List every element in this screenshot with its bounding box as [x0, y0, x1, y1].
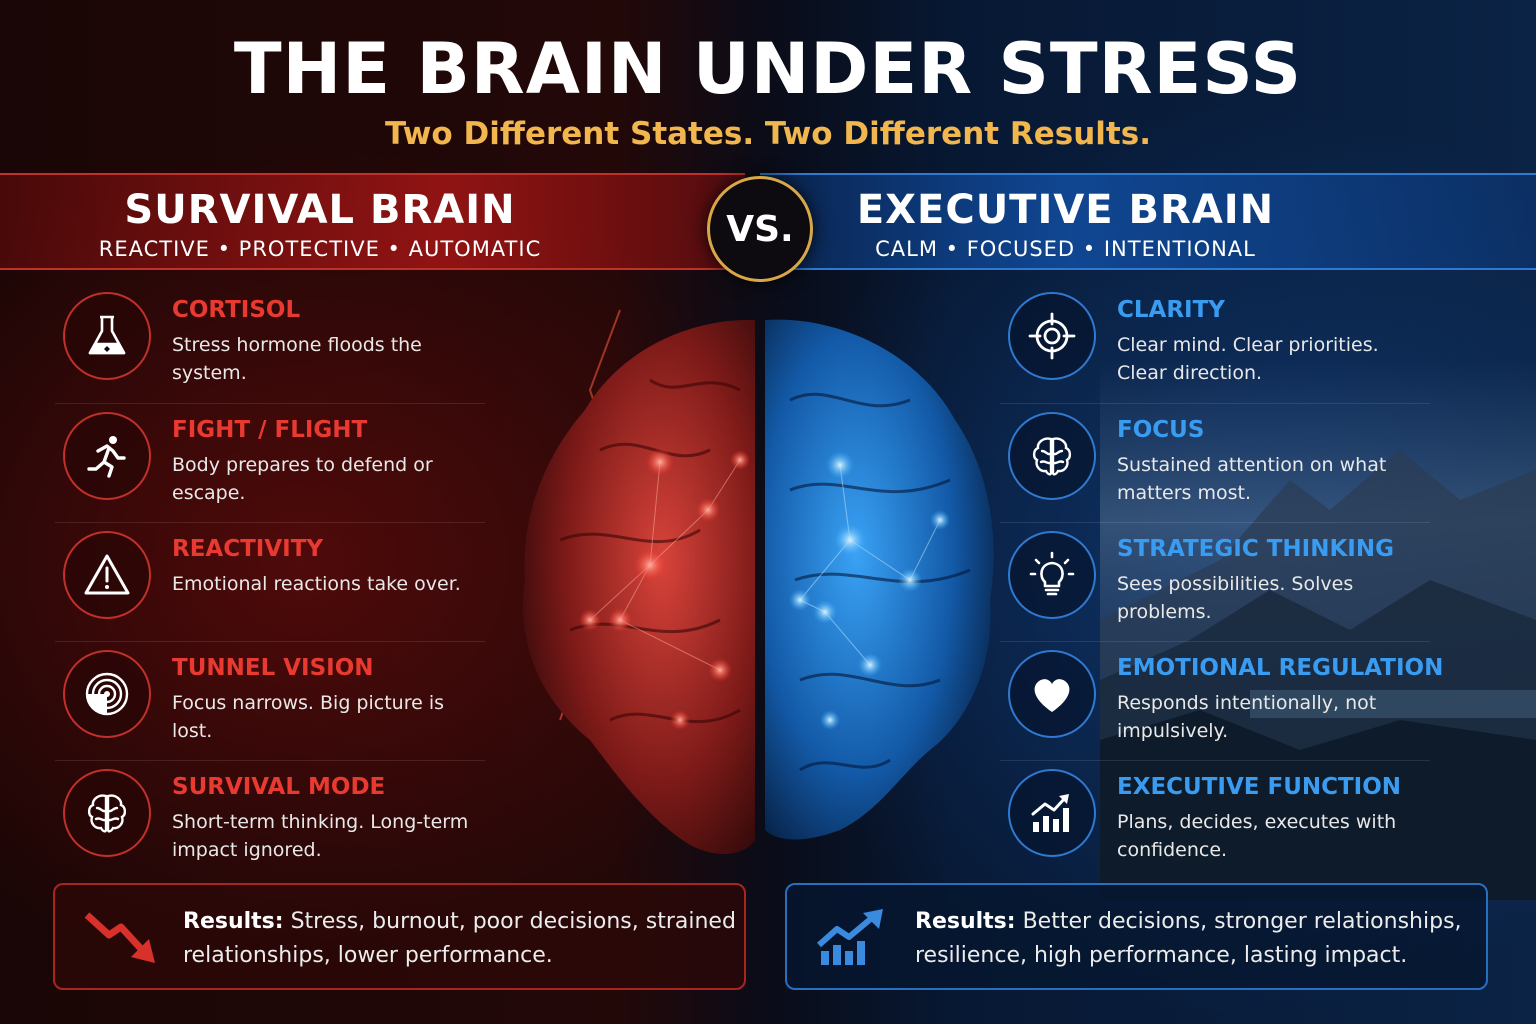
vs-badge: VS.	[707, 176, 813, 282]
list-item-strategic-thinking: STRATEGIC THINKING Sees possibilities. S…	[1000, 522, 1430, 641]
list-item-clarity: CLARITY Clear mind. Clear priorities. Cl…	[1000, 284, 1430, 403]
results-value: Stress, burnout, poor decisions, straine…	[183, 909, 736, 968]
item-description: Plans, decides, executes with confidence…	[1117, 811, 1397, 861]
tunnel-vision-icon	[63, 650, 151, 738]
item-title: SURVIVAL MODE	[172, 774, 386, 800]
trend-up-icon	[817, 909, 883, 965]
item-description: Sustained attention on what matters most…	[1117, 454, 1387, 504]
page-title: THE BRAIN UNDER STRESS	[233, 28, 1303, 110]
executive-brain-list: CLARITY Clear mind. Clear priorities. Cl…	[1000, 284, 1443, 879]
item-title: CORTISOL	[172, 297, 301, 323]
warning-icon	[63, 531, 151, 619]
item-title: TUNNEL VISION	[172, 655, 374, 681]
survival-brain-list: CORTISOL Stress hormone floods the syste…	[55, 284, 485, 879]
mountain-landscape	[1100, 360, 1536, 900]
executive-brain-banner: EXECUTIVE BRAIN CALM • FOCUSED • INTENTI…	[760, 173, 1536, 270]
item-description: Responds intentionally, not impulsively.	[1117, 692, 1377, 742]
brain-icon	[1008, 412, 1096, 500]
survival-brain-title: SURVIVAL BRAIN	[124, 187, 516, 233]
item-title: FOCUS	[1117, 417, 1205, 443]
item-title: CLARITY	[1117, 297, 1225, 323]
executive-brain-title: EXECUTIVE BRAIN	[856, 187, 1275, 233]
item-description: Focus narrows. Big picture is lost.	[172, 692, 444, 742]
survival-brain-banner: SURVIVAL BRAIN REACTIVE • PROTECTIVE • A…	[0, 173, 745, 270]
brain-icon	[63, 769, 151, 857]
list-item-fight-flight: FIGHT / FLIGHT Body prepares to defend o…	[55, 403, 485, 522]
brain-illustration	[522, 309, 994, 855]
item-description: Stress hormone floods the system.	[172, 334, 422, 384]
list-item-survival-mode: SURVIVAL MODE Short-term thinking. Long-…	[55, 760, 485, 879]
item-description: Emotional reactions take over.	[172, 573, 461, 595]
growth-chart-icon	[1008, 769, 1096, 857]
survival-results-box: Results: Stress, burnout, poor decisions…	[53, 883, 746, 990]
item-description: Body prepares to defend or escape.	[172, 454, 433, 504]
executive-results-box: Results: Better decisions, stronger rela…	[785, 883, 1488, 990]
survival-brain-subtitle: REACTIVE • PROTECTIVE • AUTOMATIC	[98, 237, 542, 261]
list-item-tunnel-vision: TUNNEL VISION Focus narrows. Big picture…	[55, 641, 485, 760]
target-icon	[1008, 292, 1096, 380]
list-item-reactivity: REACTIVITY Emotional reactions take over…	[55, 522, 485, 641]
lightbulb-icon	[1008, 531, 1096, 619]
item-title: STRATEGIC THINKING	[1117, 536, 1394, 562]
item-title: EMOTIONAL REGULATION	[1117, 655, 1444, 681]
executive-brain-subtitle: CALM • FOCUSED • INTENTIONAL	[875, 237, 1256, 261]
executive-results-text: Results: Better decisions, stronger rela…	[915, 905, 1475, 973]
list-item-focus: FOCUS Sustained attention on what matter…	[1000, 403, 1430, 522]
flask-icon	[63, 292, 151, 380]
running-person-icon	[63, 412, 151, 500]
results-value: Better decisions, stronger relationships…	[915, 909, 1462, 968]
item-title: EXECUTIVE FUNCTION	[1117, 774, 1402, 800]
results-label: Results:	[183, 909, 284, 934]
item-title: FIGHT / FLIGHT	[172, 417, 368, 443]
list-item-cortisol: CORTISOL Stress hormone floods the syste…	[55, 284, 485, 403]
item-description: Sees possibilities. Solves problems.	[1117, 573, 1354, 623]
results-label: Results:	[915, 909, 1016, 934]
item-title: REACTIVITY	[172, 536, 324, 562]
list-item-emotional-regulation: EMOTIONAL REGULATION Responds intentiona…	[1000, 641, 1443, 760]
item-description: Clear mind. Clear priorities. Clear dire…	[1117, 334, 1379, 384]
trend-down-icon	[84, 912, 155, 963]
list-item-executive-function: EXECUTIVE FUNCTION Plans, decides, execu…	[1000, 760, 1430, 879]
survival-results-text: Results: Stress, burnout, poor decisions…	[183, 905, 743, 973]
item-description: Short-term thinking. Long-term impact ig…	[172, 811, 469, 861]
page-subtitle: Two Different States. Two Different Resu…	[385, 116, 1151, 152]
heart-icon	[1008, 650, 1096, 738]
